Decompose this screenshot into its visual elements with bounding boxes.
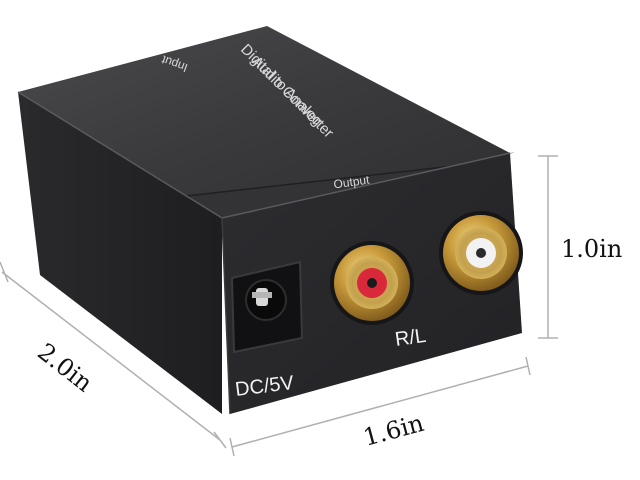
width-dimension — [229, 356, 531, 457]
rca-jack-white-icon — [439, 211, 523, 295]
output-label: Output — [333, 173, 371, 192]
side-face — [18, 92, 222, 414]
output-strip — [186, 152, 515, 218]
depth-dimension — [0, 261, 227, 449]
height-dimension — [538, 155, 558, 339]
rca-label: R/L — [394, 325, 428, 351]
rca-jack-red-icon — [330, 241, 414, 325]
dc-power-jack-icon — [230, 260, 304, 354]
converter-device: Input Digital to Analog Audio Converter … — [17, 26, 523, 415]
height-label: 1.0in — [561, 235, 622, 263]
depth-label: 2.0in — [32, 338, 98, 398]
top-face — [18, 26, 510, 218]
width-label: 1.6in — [360, 409, 426, 452]
